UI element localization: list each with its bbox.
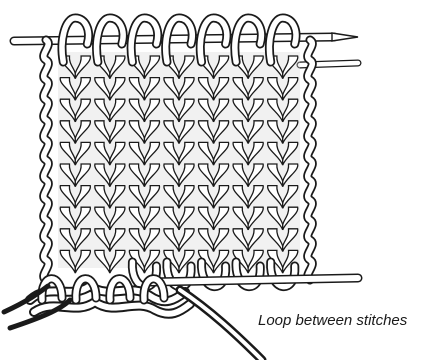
left-selvedge <box>44 40 49 280</box>
knitted-fabric <box>44 18 313 287</box>
loop-between-stitches-label: Loop between stitches <box>258 312 407 329</box>
bottom-needle <box>150 278 358 282</box>
right-selvedge <box>308 40 313 280</box>
